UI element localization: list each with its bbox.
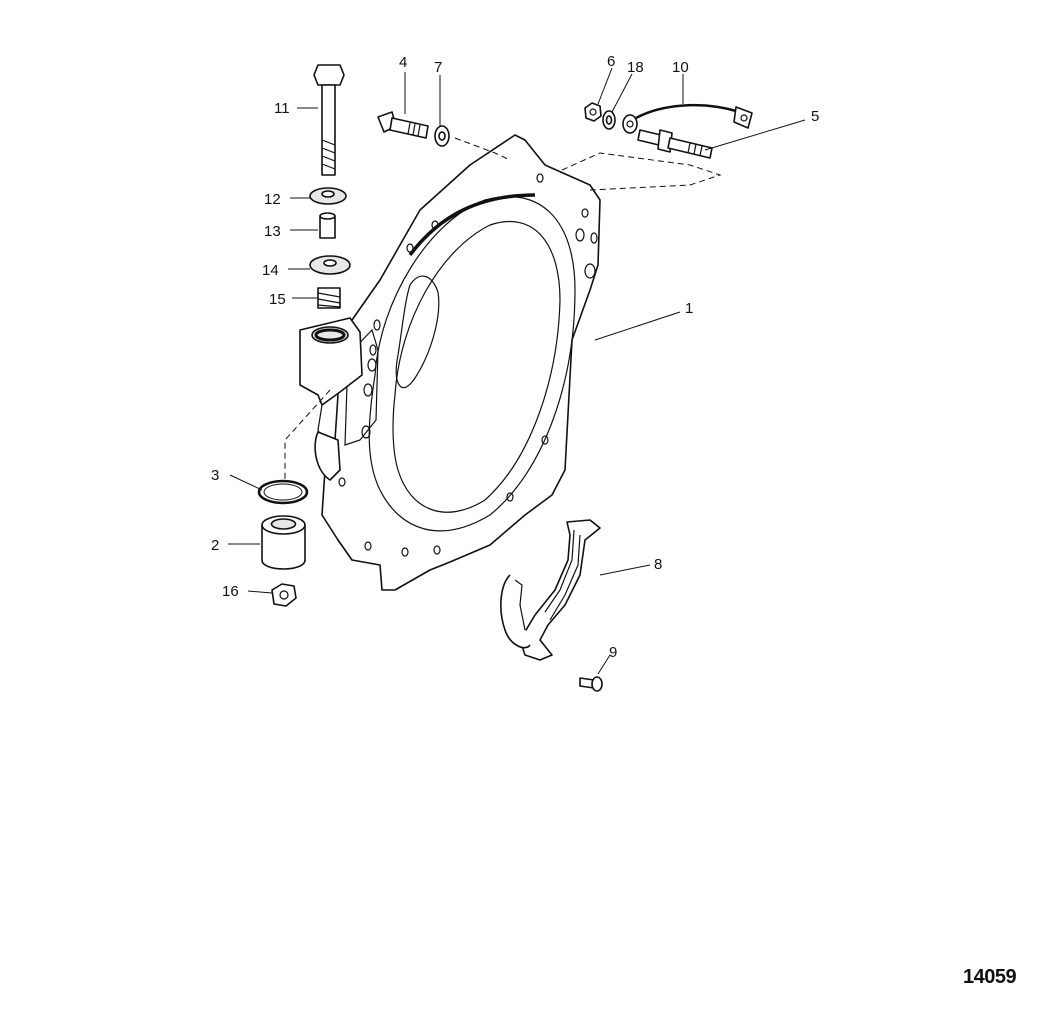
housing-bolt xyxy=(377,111,429,139)
callout-labels: 1 2 3 4 5 6 7 8 9 10 11 12 13 14 15 16 1… xyxy=(211,53,819,661)
spacer-sleeve xyxy=(319,212,336,239)
callout-4: 4 xyxy=(399,54,407,71)
callout-7: 7 xyxy=(434,59,442,76)
callout-15: 15 xyxy=(269,291,286,308)
callout-18: 18 xyxy=(627,59,644,76)
lock-nut xyxy=(271,583,297,607)
bracket-screw xyxy=(579,676,603,692)
rubber-mount xyxy=(261,515,306,570)
figure-number: 14059 xyxy=(963,966,1016,988)
stud-washer xyxy=(602,110,616,130)
o-ring xyxy=(257,479,309,505)
ground-stud xyxy=(637,129,713,159)
callout-8: 8 xyxy=(654,556,662,573)
washer-upper xyxy=(309,187,347,205)
flange-bolt-holes xyxy=(338,173,598,557)
callout-6: 6 xyxy=(607,53,615,70)
callout-11: 11 xyxy=(274,100,290,117)
callout-2: 2 xyxy=(211,537,219,554)
starter-bracket xyxy=(500,519,601,661)
callout-14: 14 xyxy=(262,262,279,279)
mount-spring xyxy=(317,287,341,309)
leader-lines xyxy=(228,67,806,675)
mount-bolt xyxy=(313,64,345,176)
ground-strap xyxy=(622,103,753,134)
flywheel-housing xyxy=(299,134,601,591)
washer-bolt xyxy=(434,125,450,147)
callout-13: 13 xyxy=(264,223,281,240)
callout-16: 16 xyxy=(222,583,239,600)
callout-1: 1 xyxy=(685,300,693,317)
callout-10: 10 xyxy=(672,59,689,76)
stud-nut xyxy=(584,102,602,122)
washer-lower xyxy=(309,255,351,275)
callout-3: 3 xyxy=(211,467,219,484)
callout-12: 12 xyxy=(264,191,281,208)
callout-9: 9 xyxy=(609,644,617,661)
callout-5: 5 xyxy=(811,108,819,125)
